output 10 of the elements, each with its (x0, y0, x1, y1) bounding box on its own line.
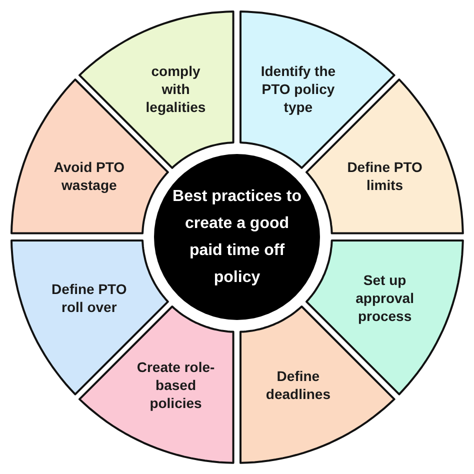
segment-label: Define deadlines (264, 366, 332, 403)
segment-label: Define PTO limits (346, 158, 424, 194)
segment-label: Avoid PTO wastage (52, 158, 126, 194)
center-circle (154, 154, 320, 320)
segment-label: Create role-based policies (136, 358, 216, 412)
segment-label: Set up approval process (354, 271, 415, 326)
center-title: Best practices to create a good paid time off policy (172, 187, 302, 288)
segment-label: Identify the PTO policy type (260, 62, 337, 116)
segment-label: comply with legalities (144, 62, 207, 116)
segment-label: Define PTO roll over (50, 280, 128, 316)
